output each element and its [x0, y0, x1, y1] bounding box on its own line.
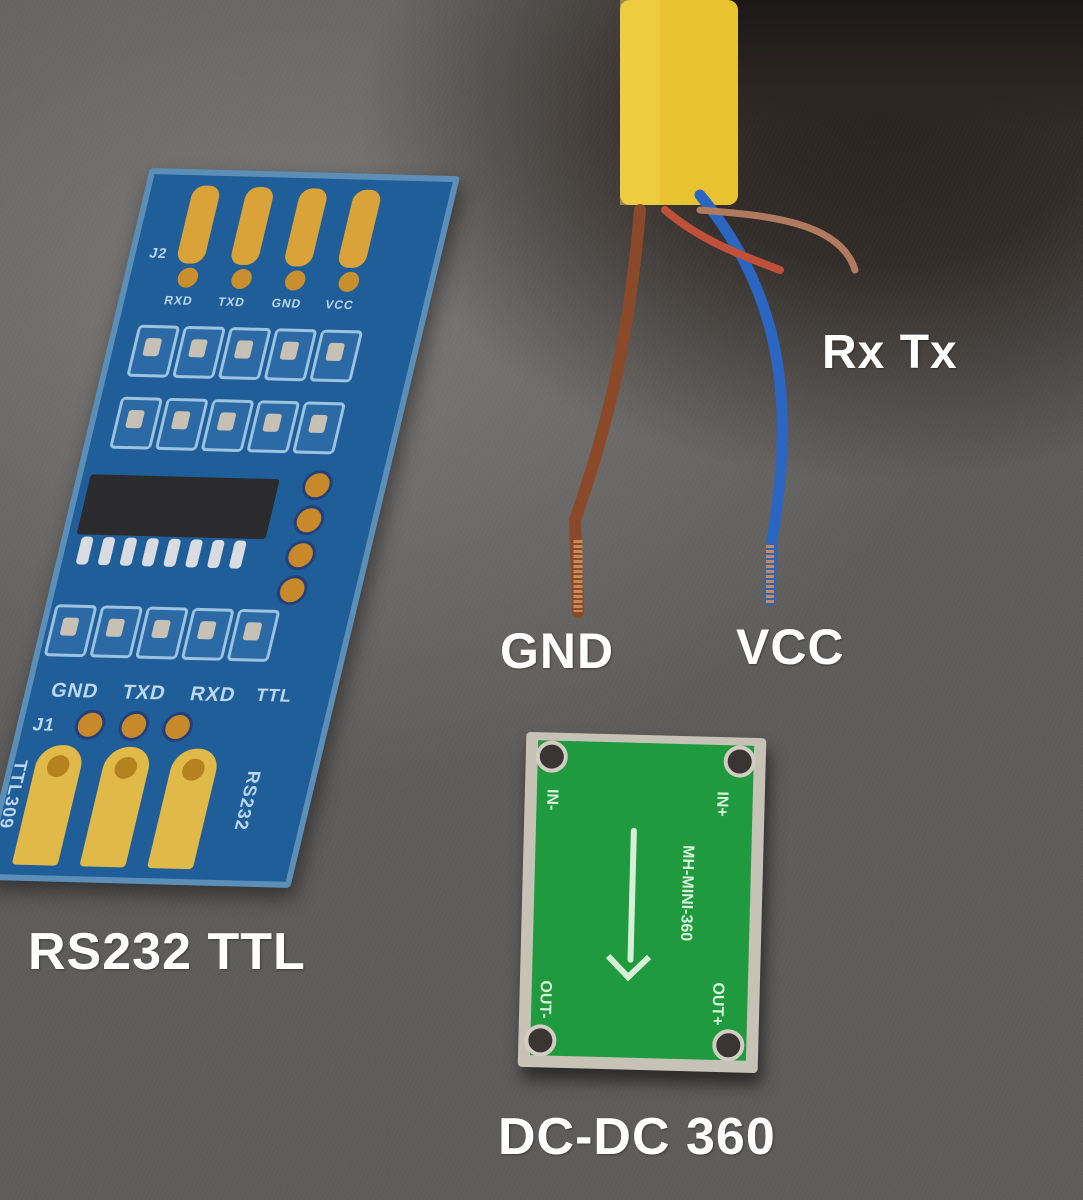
top-pad-gnd	[282, 188, 330, 267]
label-vcc: VCC	[736, 619, 845, 675]
silk-j1: J1	[30, 714, 58, 735]
smd-capacitor	[154, 397, 209, 451]
smd-component	[263, 328, 318, 382]
silk-in-minus: IN-	[543, 788, 561, 811]
smd-component	[126, 324, 181, 378]
label-rx-tx: Rx Tx	[822, 326, 958, 379]
label-gnd: GND	[500, 623, 615, 679]
smd-component	[171, 325, 227, 379]
max3232-ic-chip	[76, 474, 280, 540]
dcdc-360-board: MH-MINI-360 IN- IN+ OUT- OUT+	[517, 731, 767, 1074]
smd-capacitor	[226, 608, 281, 663]
header-via	[290, 504, 328, 536]
header-via	[298, 469, 336, 501]
blue-wire-vcc	[694, 189, 788, 606]
brown-wire-gnd	[568, 204, 646, 618]
silk-out-minus: OUT-	[536, 980, 555, 1019]
background-dark-object	[700, 0, 1083, 130]
rs232-pad-txd	[79, 746, 154, 868]
silk-ttl: TTL	[253, 684, 295, 706]
silk-in-plus: IN+	[712, 791, 731, 817]
smd-capacitor	[200, 399, 255, 453]
label-rs232-ttl: RS232 TTL	[28, 923, 306, 981]
label-dcdc-360: DC-DC 360	[498, 1108, 776, 1166]
silk-j2: J2	[147, 244, 170, 261]
header-via	[273, 574, 311, 606]
smd-capacitor	[109, 396, 164, 450]
silk-mh-mini-360: MH-MINI-360	[677, 844, 697, 942]
tan-wire	[696, 206, 859, 274]
silk-txd: TXD	[120, 681, 169, 705]
silk-gnd: GND	[48, 679, 102, 703]
smd-capacitor	[43, 604, 98, 658]
smd-capacitor	[246, 400, 301, 454]
red-wire	[661, 206, 784, 274]
silk-out-plus: OUT+	[708, 982, 727, 1026]
smd-capacitor	[89, 605, 144, 659]
smd-component	[309, 329, 364, 383]
dcdc-pcb: MH-MINI-360 IN- IN+ OUT- OUT+	[529, 740, 755, 1061]
smd-capacitor	[291, 401, 347, 455]
top-pad-vcc	[336, 189, 383, 269]
top-pad-rxd	[175, 185, 222, 264]
smd-capacitor	[180, 607, 235, 661]
top-pad-txd	[228, 186, 276, 266]
smd-capacitor	[134, 606, 190, 660]
rs232-pad-rxd	[146, 748, 222, 870]
silk-rs232: RS232	[230, 770, 265, 832]
smd-component	[217, 327, 272, 381]
header-via	[282, 539, 320, 571]
silk-rxd: RXD	[187, 683, 239, 707]
